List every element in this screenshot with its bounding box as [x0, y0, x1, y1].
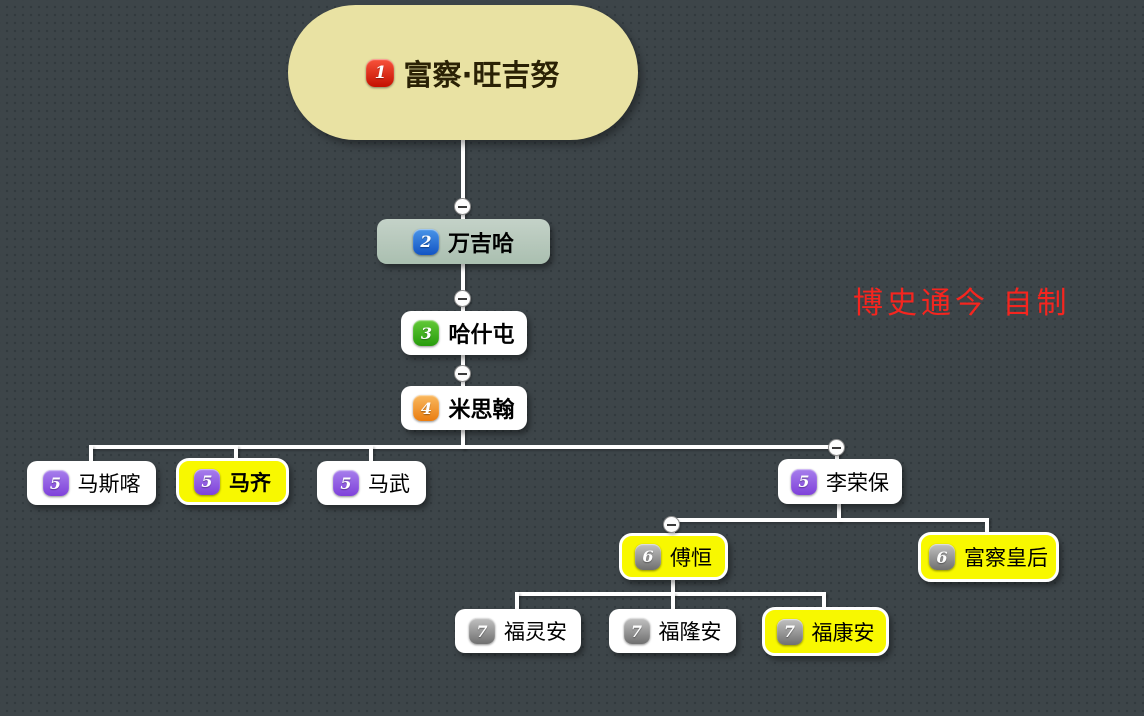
node-label: 富察皇后: [964, 546, 1048, 570]
connector-line: [671, 518, 989, 522]
connector-line: [461, 138, 465, 222]
priority-badge: 4: [413, 395, 440, 421]
connector-line: [515, 592, 826, 596]
node-mawu[interactable]: 5 马武: [317, 461, 426, 505]
connector-line: [234, 445, 238, 461]
priority-badge: 5: [333, 470, 359, 496]
priority-badge: 7: [776, 618, 803, 645]
priority-badge: 7: [469, 618, 495, 644]
minus-icon: [832, 446, 841, 449]
minus-icon: [458, 297, 467, 300]
node-fukangan[interactable]: 7 福康安: [762, 607, 889, 656]
connector-line: [985, 518, 989, 534]
node-misihan[interactable]: 4 米思翰: [401, 386, 527, 430]
node-label: 马武: [368, 472, 410, 496]
node-label: 马斯喀: [77, 472, 141, 496]
node-label: 万吉哈: [447, 231, 514, 257]
collapse-button[interactable]: [454, 365, 471, 382]
node-maqi[interactable]: 5 马齐: [176, 458, 289, 505]
connector-line: [89, 445, 93, 463]
connector-line: [461, 427, 465, 449]
connector-line: [671, 576, 675, 594]
node-masika[interactable]: 5 马斯喀: [27, 461, 156, 505]
priority-badge: 1: [366, 58, 395, 87]
priority-badge: 6: [929, 544, 955, 570]
minus-icon: [458, 372, 467, 375]
node-label: 福灵安: [504, 620, 567, 644]
connector-line: [369, 445, 373, 463]
node-hashitun[interactable]: 3 哈什屯: [401, 311, 527, 355]
node-label: 马齐: [229, 470, 271, 495]
node-fucha-wangjinu[interactable]: 1 富察·旺吉努: [288, 5, 638, 140]
node-label: 哈什屯: [448, 323, 515, 348]
priority-badge: 5: [791, 468, 817, 495]
minus-icon: [667, 523, 676, 526]
connector-line: [822, 592, 826, 609]
node-label: 福康安: [811, 620, 875, 645]
node-label: 李荣保: [826, 470, 889, 495]
priority-badge: 5: [42, 470, 69, 496]
connector-line: [671, 592, 675, 610]
connector-line: [515, 592, 519, 610]
collapse-button[interactable]: [454, 198, 471, 215]
connector-line: [461, 261, 465, 313]
node-wanjiha[interactable]: 2 万吉哈: [377, 219, 550, 264]
node-lirongbao[interactable]: 5 李荣保: [778, 459, 902, 504]
node-fucha-empress[interactable]: 6 富察皇后: [918, 532, 1059, 582]
node-fuheng[interactable]: 6 傅恒: [619, 533, 728, 580]
minus-icon: [458, 205, 467, 208]
node-label: 福隆安: [658, 620, 722, 644]
watermark-text: 博史通今 自制: [853, 286, 1071, 321]
node-fulingan[interactable]: 7 福灵安: [455, 609, 581, 653]
priority-badge: 2: [412, 228, 439, 255]
priority-badge: 5: [194, 468, 220, 495]
collapse-button[interactable]: [454, 290, 471, 307]
priority-badge: 3: [413, 320, 440, 346]
priority-badge: 7: [623, 618, 650, 644]
node-label: 傅恒: [670, 545, 712, 570]
connector-line: [89, 445, 839, 449]
node-label: 富察·旺吉努: [403, 57, 560, 92]
connector-line: [837, 502, 841, 522]
collapse-button[interactable]: [663, 516, 680, 533]
node-fulongan[interactable]: 7 福隆安: [609, 609, 736, 653]
collapse-button[interactable]: [828, 439, 845, 456]
priority-badge: 6: [635, 543, 661, 570]
node-label: 米思翰: [448, 398, 515, 423]
